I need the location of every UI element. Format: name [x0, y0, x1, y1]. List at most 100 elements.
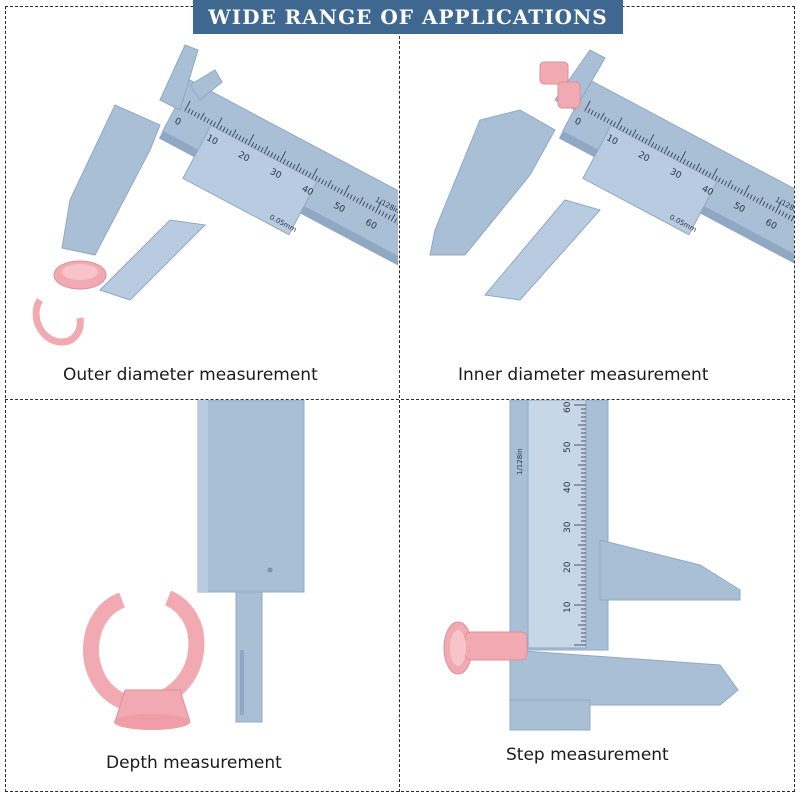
scale-tick	[730, 184, 734, 190]
scale-tick	[394, 218, 398, 223]
scale-tick	[311, 168, 318, 180]
caption-step: Step measurement	[506, 745, 669, 765]
scale-tick	[298, 167, 302, 173]
scale-tick	[692, 164, 696, 169]
scale-number: 30	[268, 167, 283, 181]
scale-tick	[355, 197, 359, 203]
scale-tick	[330, 184, 334, 190]
scale-tick	[251, 142, 255, 147]
scale-tick	[714, 175, 718, 181]
scale-tick	[736, 187, 740, 193]
scale-tick	[257, 145, 261, 151]
scale-tick	[203, 116, 207, 122]
scale-tick	[378, 209, 382, 215]
scale-tick	[711, 168, 718, 180]
panel-outer-diameter: 1/128in 0.05mm 01020304050607080	[6, 36, 398, 398]
scale-tick	[308, 172, 312, 178]
scale-tick	[762, 201, 766, 207]
caption-outer-diameter: Outer diameter measurement	[63, 365, 318, 385]
scale-tick	[263, 146, 269, 154]
scale-number: 40	[563, 481, 573, 493]
scale-tick	[701, 169, 705, 174]
scale-tick	[759, 196, 764, 205]
scale-tick	[727, 180, 732, 188]
scale-tick	[657, 145, 661, 151]
scale-tick	[778, 209, 782, 215]
scale-number: 70	[395, 235, 398, 249]
scale-tick	[622, 126, 626, 132]
scale-tick	[698, 167, 702, 173]
scale-tick	[628, 130, 632, 136]
scale-tick	[587, 108, 591, 114]
scale-tick	[740, 189, 744, 195]
scale-tick	[371, 206, 375, 212]
scale-tick	[359, 196, 364, 205]
scale-tick	[193, 111, 197, 117]
scale-number: 10	[204, 133, 219, 147]
scale-tick	[244, 138, 248, 144]
scale-number: 60	[563, 401, 573, 413]
scale-tick	[606, 118, 610, 124]
scale-tick	[301, 169, 305, 174]
scale-tick	[660, 147, 664, 153]
scale-tick	[231, 129, 237, 137]
scale-tick	[644, 138, 648, 144]
scale-tick	[187, 108, 191, 114]
scale-number: 20	[563, 561, 573, 573]
scale-tick	[596, 113, 601, 119]
scale-number: 50	[332, 201, 347, 215]
scale-tick	[346, 192, 350, 198]
scale-tick	[619, 125, 623, 131]
mm-numbers: 01020304050607080	[573, 116, 779, 232]
scale-tick	[768, 204, 772, 210]
caliper-inner-image: 1/128in 0.05mm 01020304050607080	[429, 49, 794, 301]
scale-tick	[682, 159, 686, 164]
scale-tick	[362, 201, 366, 207]
scale-tick	[720, 179, 724, 185]
scale-tick	[314, 175, 318, 181]
scale-tick	[651, 142, 655, 147]
scale-tick	[270, 152, 274, 158]
scale-tick	[212, 121, 216, 127]
scale-tick	[349, 194, 353, 200]
scale-tick	[190, 110, 194, 115]
scale-tick	[717, 177, 721, 183]
scale-tick	[241, 137, 245, 142]
scale-tick	[679, 151, 686, 163]
scale-tick	[327, 180, 332, 188]
panel-inner-diameter: 1/128in 0.05mm 01020304050607080	[400, 36, 794, 398]
scale-tick	[317, 177, 321, 183]
scale-tick	[216, 117, 223, 129]
scale-number: 10	[604, 133, 619, 147]
scale-tick	[593, 111, 597, 117]
scale-tick	[390, 213, 396, 222]
scale-tick	[320, 179, 324, 185]
scale-tick	[705, 170, 709, 176]
scale-tick	[638, 135, 642, 141]
scale-tick	[784, 213, 788, 218]
scale-tick	[305, 170, 309, 176]
scale-number: 10	[563, 601, 573, 613]
scale-number: 30	[563, 521, 573, 533]
scale-tick	[254, 143, 258, 149]
scale-tick	[387, 214, 391, 220]
inch-label: 1/128in	[516, 448, 524, 475]
pink-ring-depth	[83, 590, 205, 730]
scale-tick	[612, 121, 616, 127]
scale-number: 50	[732, 201, 747, 215]
scale-tick	[184, 100, 191, 112]
scale-tick	[368, 204, 372, 210]
scale-tick	[755, 197, 759, 203]
scale-tick	[352, 196, 356, 202]
caption-inner-diameter: Inner diameter measurement	[458, 365, 709, 385]
scale-tick	[603, 116, 607, 122]
scale-tick	[295, 163, 300, 171]
scale-tick	[771, 206, 775, 212]
scale-tick	[724, 181, 728, 186]
scale-tick	[670, 152, 674, 158]
scale-tick	[340, 189, 344, 195]
scale-tick	[746, 192, 750, 198]
scale-number: 20	[236, 150, 251, 164]
